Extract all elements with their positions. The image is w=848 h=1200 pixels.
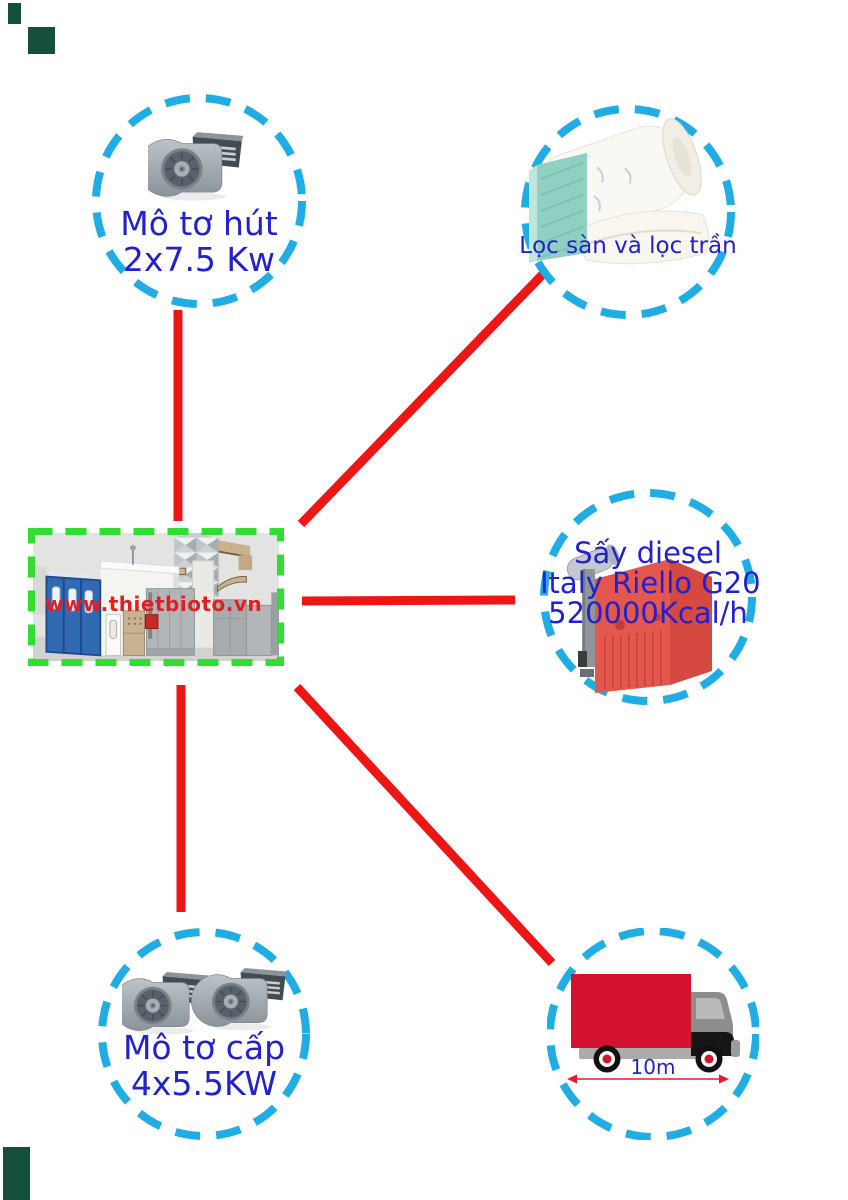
centrifugal-fan-icon bbox=[148, 132, 245, 202]
exhaust-motor-label-line2: 2x7.5 Kw bbox=[122, 240, 276, 279]
supply-motor-label-line1: Mô tơ cấp bbox=[122, 1028, 286, 1067]
dimension-arrow bbox=[567, 1074, 729, 1084]
diesel-burner-icon bbox=[566, 544, 712, 693]
corner-mark bbox=[8, 3, 21, 24]
dryer-label: Sấy diesel Italy Riello G20 520000Kcal/h bbox=[540, 536, 761, 630]
filter-rolls-icon bbox=[529, 118, 709, 265]
connector-booth-dryer bbox=[301, 595, 516, 606]
node-dryer: Sấy diesel Italy Riello G20 520000Kcal/h bbox=[540, 489, 761, 705]
filters-label-text: Lọc sàn và lọc trần bbox=[519, 233, 737, 259]
dashed-circle bbox=[521, 105, 735, 319]
front-wheel bbox=[695, 1045, 723, 1073]
burner-box bbox=[144, 614, 159, 629]
corner-mark bbox=[3, 1147, 30, 1200]
dashed-circle bbox=[98, 928, 310, 1140]
supply-motor-label-line2: 4x5.5KW bbox=[130, 1064, 278, 1103]
exhaust-motor-label-line1: Mô tơ hút bbox=[120, 204, 278, 243]
node-supply-motor: Mô tơ cấp 4x5.5KW bbox=[98, 928, 310, 1140]
connector-booth-truck bbox=[293, 683, 556, 967]
dryer-label-line3: 520000Kcal/h bbox=[548, 596, 748, 630]
corner-mark bbox=[28, 27, 55, 54]
booth-watermark: www.thietbioto.vn bbox=[45, 592, 263, 616]
truck-dimension-label: 10m bbox=[630, 1055, 676, 1079]
node-spray-booth: www.thietbioto.vn bbox=[28, 528, 284, 666]
filters-label: Lọc sàn và lọc trần bbox=[517, 233, 739, 259]
rear-wheel bbox=[593, 1045, 621, 1073]
node-truck: 10m bbox=[547, 928, 759, 1140]
truck-icon bbox=[567, 974, 740, 1084]
dashed-circle bbox=[540, 489, 756, 705]
dryer-label-line1: Sấy diesel bbox=[574, 536, 722, 570]
node-exhaust-motor: Mô tơ hút 2x7.5 Kw bbox=[88, 90, 310, 312]
booth-dashed-border bbox=[28, 528, 284, 666]
exhaust-motor-label: Mô tơ hút 2x7.5 Kw bbox=[88, 206, 310, 278]
node-filters: Lọc sàn và lọc trần bbox=[517, 101, 739, 323]
spray-booth-image bbox=[33, 533, 279, 661]
connector-booth-filters bbox=[297, 269, 548, 528]
dashed-circle bbox=[547, 928, 759, 1140]
dryer-label-line2: Italy Riello G20 bbox=[540, 566, 761, 600]
roof-duct bbox=[218, 540, 251, 558]
dashed-circle bbox=[92, 94, 306, 308]
supply-motor-label: Mô tơ cấp 4x5.5KW bbox=[98, 1030, 310, 1102]
